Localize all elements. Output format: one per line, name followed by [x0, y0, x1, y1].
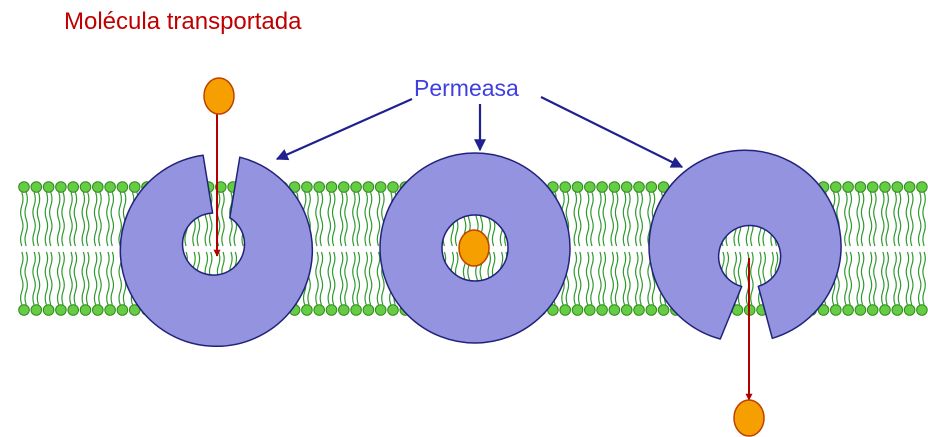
transported-molecule-label: Molécula transportada: [64, 8, 301, 36]
permease-pointer-arrow-left: [277, 99, 412, 159]
permease-pointer-arrow-right: [541, 97, 682, 167]
permease-label: Permeasa: [414, 75, 519, 102]
molecule-inside-permease: [459, 230, 489, 266]
molecule-outside-top: [204, 78, 234, 114]
molecule-released-bottom: [734, 400, 764, 436]
